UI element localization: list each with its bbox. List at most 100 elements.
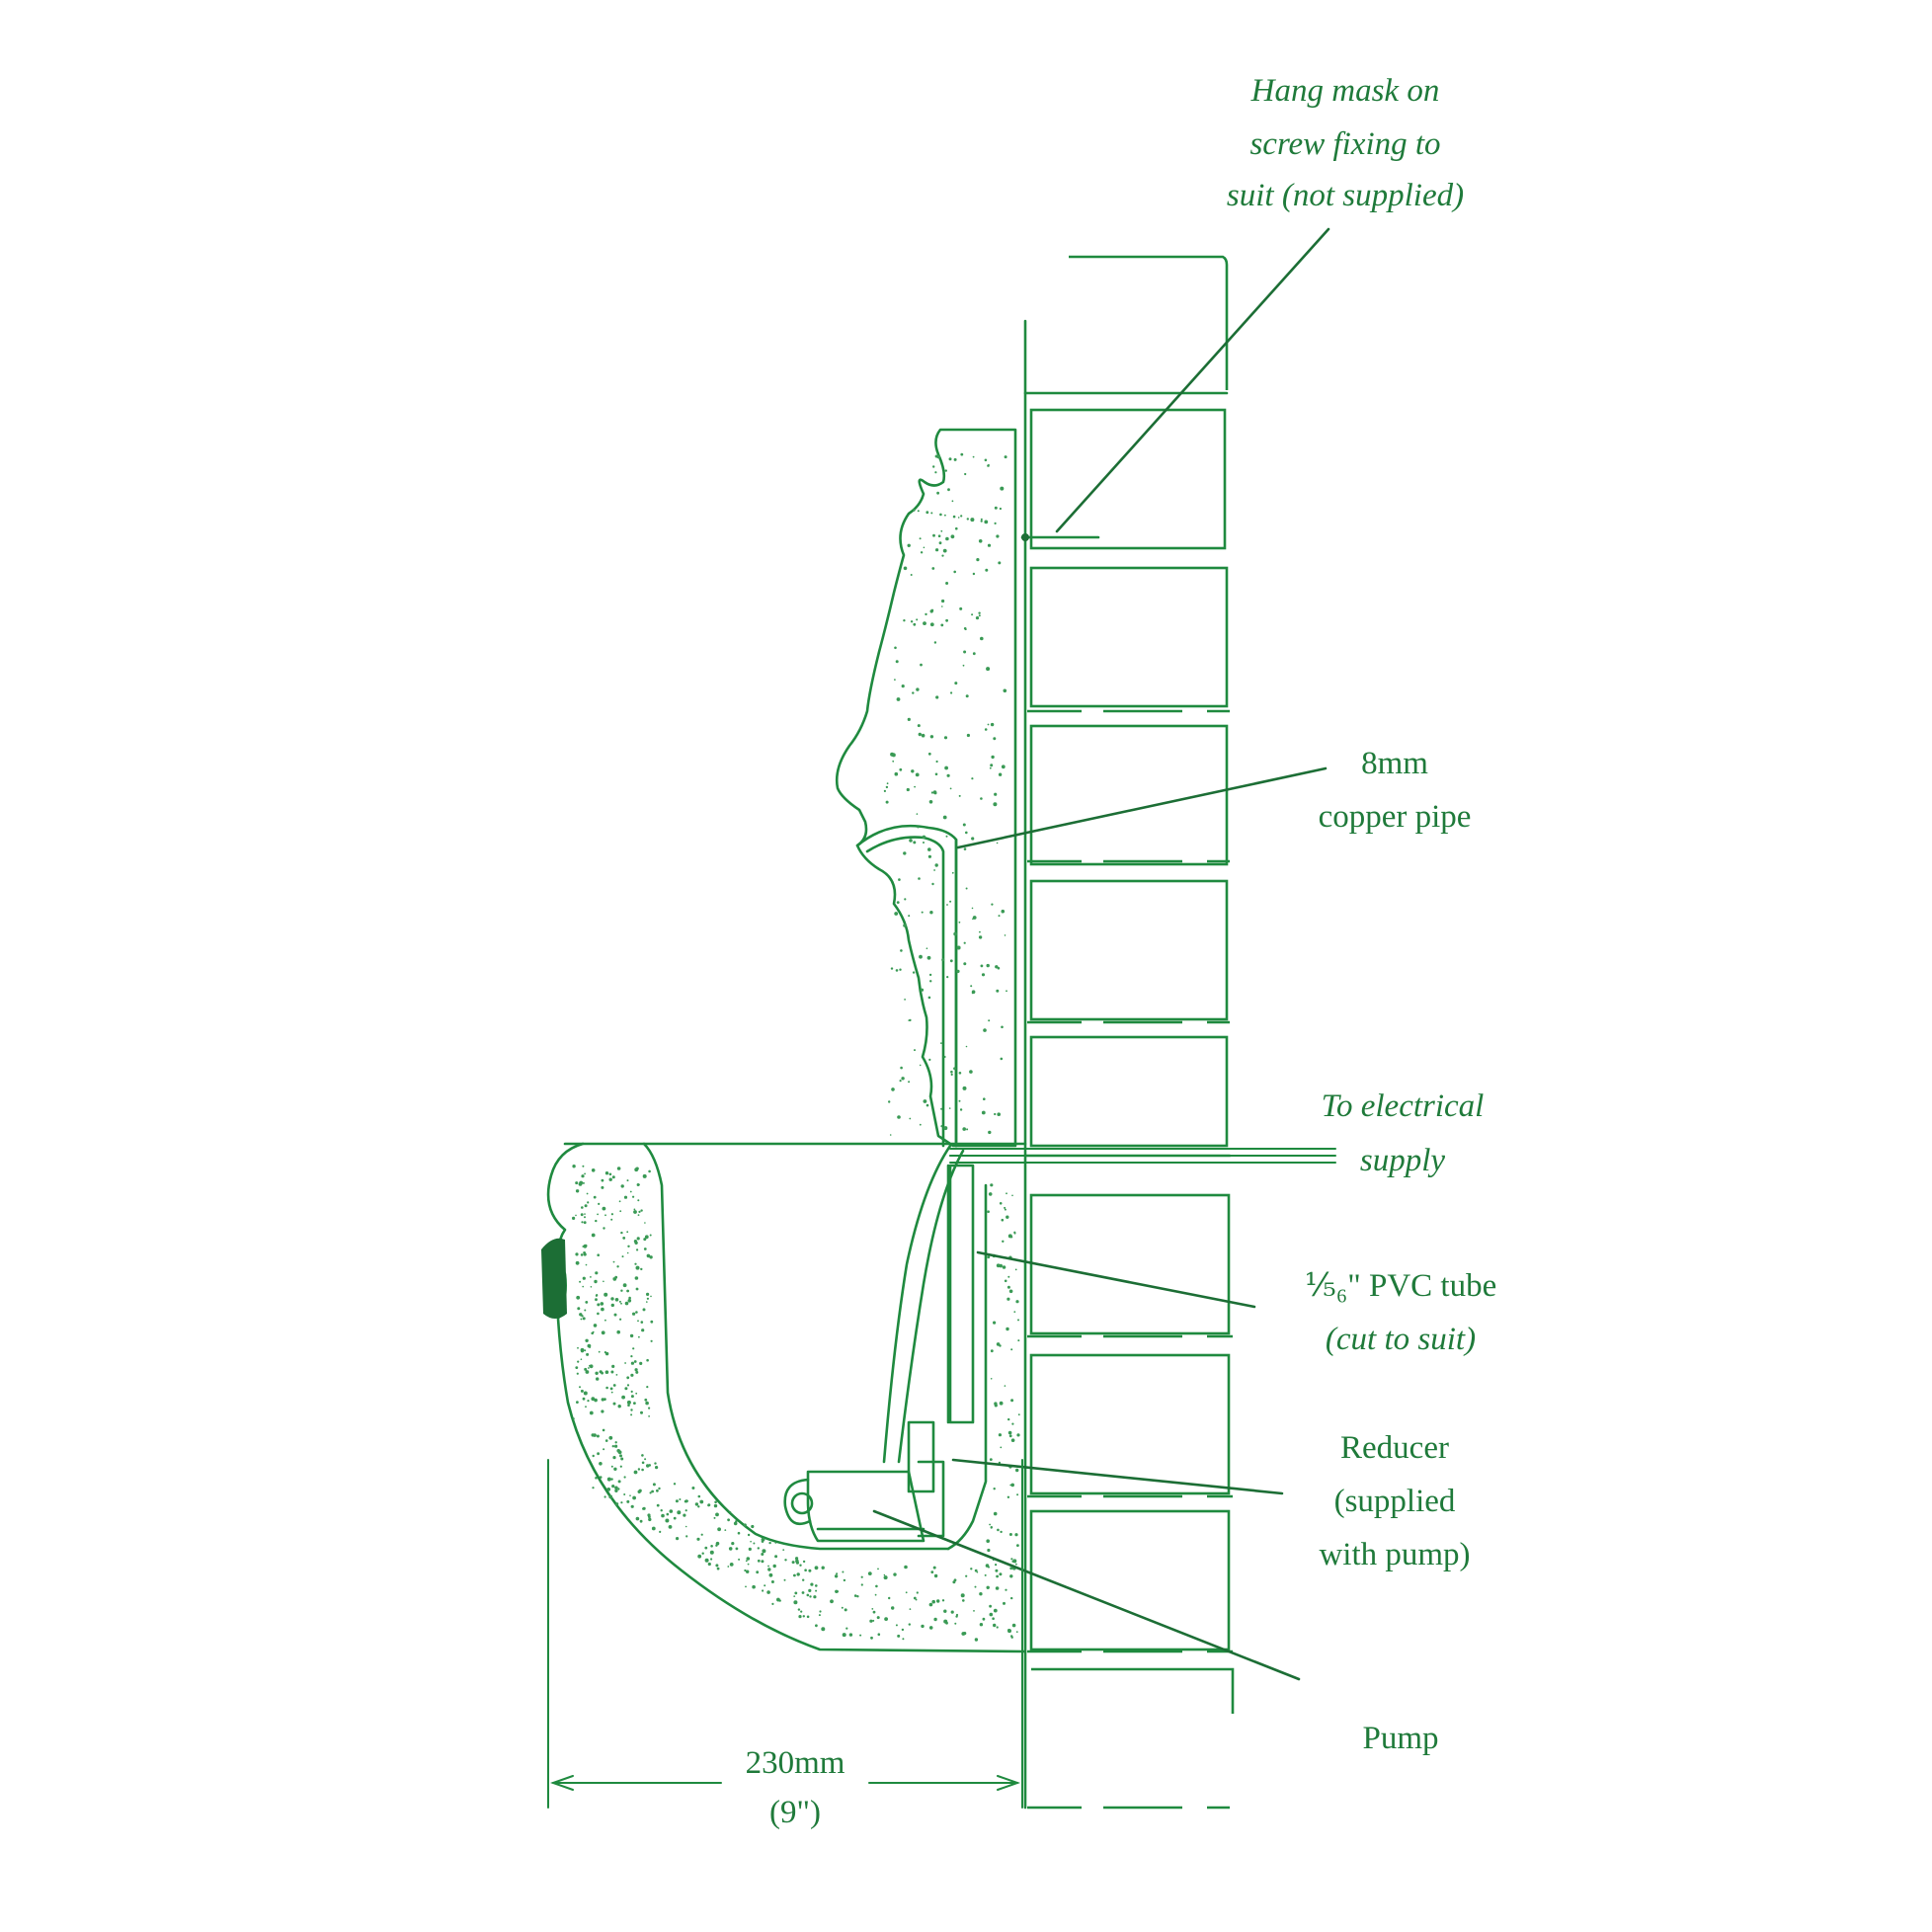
stipple-dot [869,1619,873,1623]
stipple-dot [581,1206,584,1209]
stipple-dot [988,1566,990,1569]
stipple-dot [991,755,995,760]
stipple-dot [979,1623,984,1627]
stipple-dot [599,1476,603,1479]
stipple-dot [572,1165,576,1168]
stipple-dot [619,1210,622,1213]
stipple-dot [650,1320,654,1324]
stipple-dot [577,1307,581,1311]
stipple-dot [745,1560,748,1563]
label-pvc-line1: ⅕₆" PVC tube [1305,1268,1496,1304]
stipple-dot [954,1622,957,1625]
stipple-dot [626,1289,629,1293]
stipple-dot [903,924,907,927]
stipple-dot [943,1126,948,1131]
stipple-dot [933,869,935,871]
stipple-dot [751,1524,755,1529]
stipple-dot [1016,1433,1020,1437]
stipple-dot [580,1213,584,1217]
stipple-dot [987,543,992,547]
stipple-dot [626,1384,630,1387]
stipple-dot [728,1547,733,1551]
stipple-dot [581,1315,584,1318]
stipple-dot [978,539,983,543]
stipple-dot [1013,1311,1016,1313]
stipple-dot [998,772,1003,776]
stipple-dot [1007,1275,1010,1278]
stipple-dot [586,1192,589,1195]
stipple-dot [1003,688,1007,693]
stipple-dot [989,766,992,769]
stipple-dot [994,522,997,525]
label-copper-line1: 8mm [1361,746,1428,781]
stipple-dot [1001,765,1006,769]
stipple-dot [976,1570,979,1573]
stipple-dot [940,623,944,627]
stipple-dot [581,1221,584,1224]
stipple-dot [902,1638,905,1641]
stipple-dot [815,1624,818,1628]
stipple-dot [619,1465,622,1468]
stipple-dot [575,1366,579,1369]
stipple-dot [988,1019,991,1022]
stipple-dot [644,1458,647,1461]
stipple-dot [1016,1493,1019,1496]
stipple-dot [746,1557,751,1561]
stipple-dot [598,1350,601,1353]
stipple-dot [632,1312,636,1316]
stipple-dot [761,1540,765,1543]
stipple-dot [594,1279,598,1284]
label-reducer-line1: Reducer [1340,1430,1449,1466]
stipple-dot [923,546,926,549]
stipple-dot [1012,1559,1017,1564]
stipple-dot [935,760,938,764]
stipple-dot [949,787,952,790]
stipple-dot [950,1070,953,1074]
stipple-dot [959,606,963,610]
stipple-dot [1010,1483,1014,1488]
stipple-dot [638,1335,640,1338]
stipple-dot [633,1208,636,1211]
stipple-dot [941,554,944,557]
stipple-dot [932,533,935,537]
stipple-dot [983,1097,986,1100]
stipple-dot [989,1604,992,1608]
stipple-dot [929,980,932,983]
stipple-dot [934,863,938,867]
stipple-dot [629,1190,632,1193]
stipple-dot [580,1318,583,1321]
stipple-dot [981,1110,986,1115]
stipple-dot [899,968,902,971]
stipple-dot [885,800,889,804]
stipple-dot [583,1252,587,1256]
stipple-dot [651,1489,654,1493]
stipple-dot [651,1526,656,1531]
stipple-dot [989,1612,994,1617]
stipple-dot [970,985,973,988]
stipple-dot [572,1216,576,1220]
stipple-dot [799,1564,802,1567]
stipple-dot [928,1058,931,1061]
stipple-dot [870,1636,873,1640]
stipple-dot [923,621,926,625]
stipple-dot [791,1561,795,1565]
stipple-dot [893,1572,897,1576]
stipple-dot [587,1343,592,1348]
stipple-dot [648,1415,650,1417]
stipple-dot [996,1626,999,1629]
stipple-dot [890,752,895,757]
stipple-dot [875,1584,878,1588]
stipple-dot [757,1547,760,1550]
stipple-dot [940,1042,942,1044]
stipple-dot [684,1499,688,1503]
stipple-dot [941,1599,945,1602]
stipple-dot [743,1523,747,1527]
stipple-dot [963,650,967,654]
stipple-dot [960,515,963,518]
stipple-dot [700,1533,703,1536]
stipple-dot [603,1280,604,1283]
stipple-dot [584,1172,586,1175]
stipple-dot [956,969,960,974]
stipple-dot [973,1610,975,1612]
stipple-dot [640,1410,643,1414]
